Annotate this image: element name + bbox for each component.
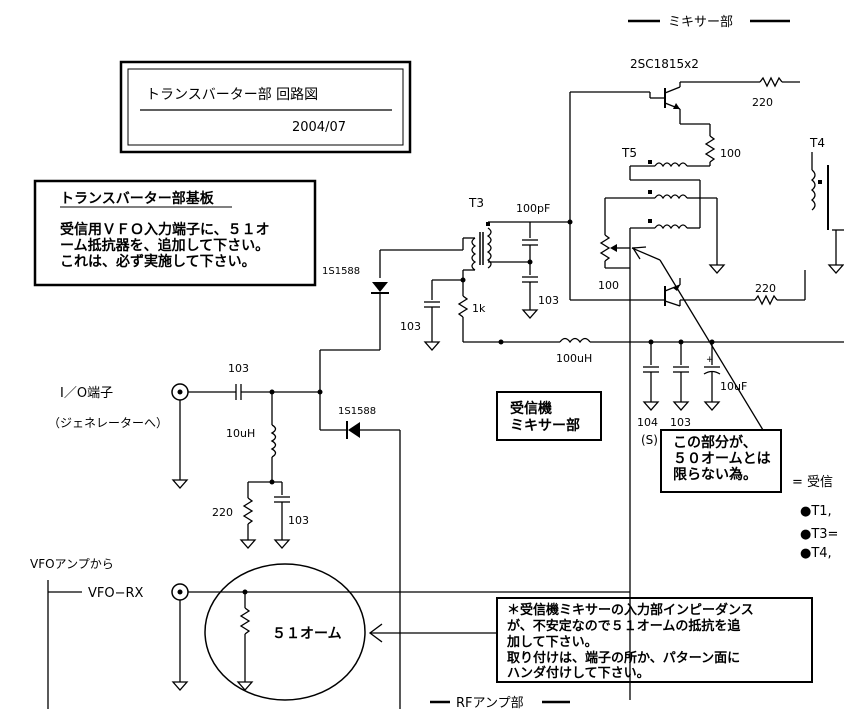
bullet-3: ●T4, <box>800 546 832 561</box>
c104-label: 104 <box>637 416 658 429</box>
transistor-label: 2SC1815x2 <box>630 57 699 71</box>
r220-low-label: 220 <box>212 506 233 519</box>
vfo-rx-label: VFO−RX <box>88 586 144 601</box>
bullet-1: ●T1, <box>800 504 832 519</box>
vfo-rx-terminal <box>171 583 189 601</box>
title-date: 2004/07 <box>292 120 346 135</box>
c103-a-label: 103 <box>400 320 421 333</box>
note-50ohm-box: この部分が、 ５０オームとは 限らない為。 <box>660 429 782 493</box>
bullet-2: ●T3= <box>800 527 838 542</box>
io-port-terminal <box>171 383 189 401</box>
bottom-note-line3: 加して下さい。 <box>506 635 598 650</box>
rx-mixer-box: 受信機 ミキサー部 <box>496 391 602 441</box>
c10uf-label: 10uF <box>720 380 747 393</box>
board-note-line-1: 受信用ＶＦＯ入力端子に、５１オ <box>60 221 270 238</box>
eq-recv-label: = 受信 <box>792 475 833 490</box>
board-note-line-2: ーム抵抗器を、追加して下さい。 <box>60 237 269 254</box>
title-text: トランスバーター部 回路図 <box>146 87 318 103</box>
t3-label: T3 <box>468 196 484 210</box>
diode1-label: 1S1588 <box>322 266 360 277</box>
s-mark: (S) <box>641 433 658 447</box>
vfo-from-label: VFOアンプから <box>30 557 114 571</box>
svg-text:+: + <box>706 355 714 365</box>
c103-c-label: 103 <box>670 416 691 429</box>
mixer-section-label: ミキサー部 <box>668 15 733 30</box>
r51-highlight-circle <box>204 563 366 701</box>
note-50ohm-line3: 限らない為。 <box>673 466 757 483</box>
bottom-note-line5: ハンダ付けして下さい。 <box>507 665 650 681</box>
t3-transformer <box>471 222 492 271</box>
t5-label: T5 <box>621 146 637 160</box>
board-note-heading: トランスバーター部基板 <box>60 190 215 207</box>
rf-amp-section-label: RFアンプ部 <box>456 696 524 709</box>
bottom-note-box: ＊受信機ミキサーの入力部インピーダンス が、不安定なので５１オームの抵抗を追 加… <box>496 597 813 683</box>
r220-mid-label: 220 <box>755 282 776 295</box>
rx-mixer-line2: ミキサー部 <box>510 417 580 434</box>
t4-label: T4 <box>809 136 825 150</box>
io-port-label: I／O端子 <box>60 386 113 401</box>
r100-top-label: 100 <box>720 147 741 160</box>
bottom-note-line4: 取り付けは、端子の所か、パターン面に <box>507 650 740 666</box>
bottom-note-line1: ＊受信機ミキサーの入力部インピーダンス <box>507 602 754 618</box>
note-50ohm-line1: この部分が、 <box>673 434 757 451</box>
c100pf-label: 100pF <box>516 202 550 215</box>
title-box: トランスバーター部 回路図 2004/07 <box>119 60 412 154</box>
io-port-sublabel: （ジェネレーターへ） <box>48 416 168 430</box>
c103-low-label: 103 <box>288 514 309 527</box>
diode2-label: 1S1588 <box>338 406 376 417</box>
c103-b-label: 103 <box>538 294 559 307</box>
rx-mixer-line1: 受信機 <box>510 400 552 417</box>
l100uh-label: 100uH <box>556 352 592 365</box>
bottom-note-line2: が、不安定なので５１オームの抵抗を追 <box>507 618 741 634</box>
c103-in-label: 103 <box>228 362 249 375</box>
transistor-top <box>650 86 681 110</box>
board-note-box: トランスバーター部基板 受信用ＶＦＯ入力端子に、５１オ ーム抵抗器を、追加して下… <box>33 179 317 287</box>
board-note-line-3: これは、必ず実施して下さい。 <box>60 253 256 270</box>
ohm51-label: ５１オーム <box>272 626 342 642</box>
note-50ohm-line2: ５０オームとは <box>673 451 771 467</box>
r1k-label: 1k <box>472 302 486 315</box>
r220-top-label: 220 <box>752 96 773 109</box>
t5-transformer <box>605 160 726 274</box>
pot100-label: 100 <box>598 279 619 292</box>
l10uh-label: 10uH <box>226 427 255 440</box>
